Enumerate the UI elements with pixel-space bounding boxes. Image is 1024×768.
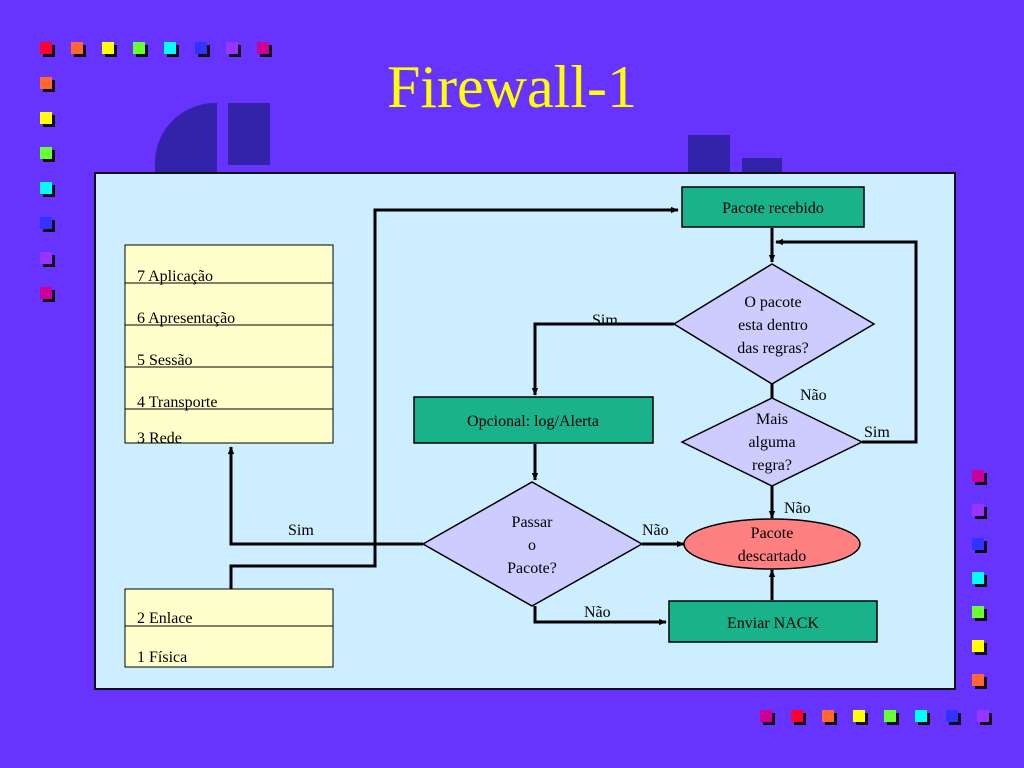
decorative-square xyxy=(195,42,207,54)
node-pass: Passar o Pacote? xyxy=(421,481,644,607)
node-in-rules-line2: esta dentro xyxy=(738,317,808,334)
osi-layer-4: 4 Transporte xyxy=(137,394,217,411)
edge-label-pass-no-down: Não xyxy=(584,604,611,621)
osi-layer-5: 5 Sessão xyxy=(137,352,193,369)
node-pass-line1: Passar xyxy=(512,514,554,531)
edge-pass-nack xyxy=(533,606,667,626)
node-discarded: Pacote descartado xyxy=(683,518,861,570)
node-optional: Opcional: log/Alerta xyxy=(413,396,654,444)
node-nack-label: Enviar NACK xyxy=(727,615,819,632)
node-received-label: Pacote recebido xyxy=(722,200,824,217)
edge-to-received xyxy=(229,206,679,589)
edge-inrules-optional xyxy=(531,322,674,396)
decorative-square xyxy=(853,710,865,722)
node-more-rules: Mais alguma regra? xyxy=(680,397,864,487)
edge-more-loop xyxy=(775,238,918,444)
background-logo-left-b xyxy=(228,103,270,165)
osi-layer-1: 1 Física xyxy=(137,649,187,666)
osi-layer-3: 3 Rede xyxy=(137,430,182,447)
edge-label-more-no: Não xyxy=(784,500,811,517)
connectors xyxy=(227,206,918,626)
decorative-square xyxy=(40,77,52,89)
decorative-square xyxy=(102,42,114,54)
decorative-square xyxy=(977,710,989,722)
osi-upper-stack: 7 Aplicação 6 Apresentação 5 Sessão 4 Tr… xyxy=(124,244,334,447)
node-more-rules-line2: alguma xyxy=(748,434,795,451)
node-in-rules: O pacote esta dentro das regras? xyxy=(672,263,876,385)
node-pass-line3: Pacote? xyxy=(507,560,557,577)
osi-layer-7: 7 Aplicação xyxy=(137,268,213,285)
node-more-rules-line3: regra? xyxy=(752,457,792,474)
decorative-square xyxy=(226,42,238,54)
decorative-square xyxy=(71,42,83,54)
decorative-square xyxy=(972,674,984,686)
decorative-square xyxy=(40,42,52,54)
decorative-square xyxy=(40,112,52,124)
osi-layer-6: 6 Apresentação xyxy=(137,310,235,327)
background-logo-right-b xyxy=(742,158,782,174)
node-pass-line2: o xyxy=(528,537,536,554)
page-title: Firewall-1 xyxy=(387,54,637,120)
node-nack: Enviar NACK xyxy=(668,600,878,643)
decorative-square xyxy=(40,217,52,229)
decorative-square xyxy=(133,42,145,54)
decorative-square xyxy=(40,287,52,299)
node-in-rules-line3: das regras? xyxy=(737,340,809,357)
node-discarded-line1: Pacote xyxy=(751,525,794,542)
osi-lower-stack: 2 Enlace 1 Física xyxy=(124,588,334,668)
edge-label-more-yes: Sim xyxy=(864,424,890,441)
decorative-square xyxy=(40,252,52,264)
decorative-square xyxy=(972,538,984,550)
edge-label-in-rules-no: Não xyxy=(800,387,827,404)
edge-label-in-rules-yes: Sim xyxy=(592,312,618,329)
decorative-square xyxy=(946,710,958,722)
node-discarded-line2: descartado xyxy=(738,548,806,565)
node-in-rules-line1: O pacote xyxy=(744,294,801,311)
decorative-square xyxy=(822,710,834,722)
node-received: Pacote recebido xyxy=(681,186,865,228)
decorative-square xyxy=(972,504,984,516)
decorative-square xyxy=(972,572,984,584)
background-logo-right xyxy=(688,135,730,175)
node-more-rules-line1: Mais xyxy=(756,411,788,428)
edge-pass-upper xyxy=(227,446,423,546)
decorative-square xyxy=(915,710,927,722)
decorative-square xyxy=(972,640,984,652)
decorative-square xyxy=(40,147,52,159)
decorative-square xyxy=(164,42,176,54)
osi-layer-2: 2 Enlace xyxy=(137,610,193,627)
node-optional-label: Opcional: log/Alerta xyxy=(467,413,599,430)
edge-label-pass-yes: Sim xyxy=(288,522,314,539)
decorative-square xyxy=(972,606,984,618)
decorative-square xyxy=(972,470,984,482)
decorative-square xyxy=(40,182,52,194)
decorative-square xyxy=(257,42,269,54)
edge-label-pass-no-right: Não xyxy=(642,522,669,539)
decorative-square xyxy=(884,710,896,722)
decorative-square xyxy=(791,710,803,722)
decorative-square xyxy=(760,710,772,722)
